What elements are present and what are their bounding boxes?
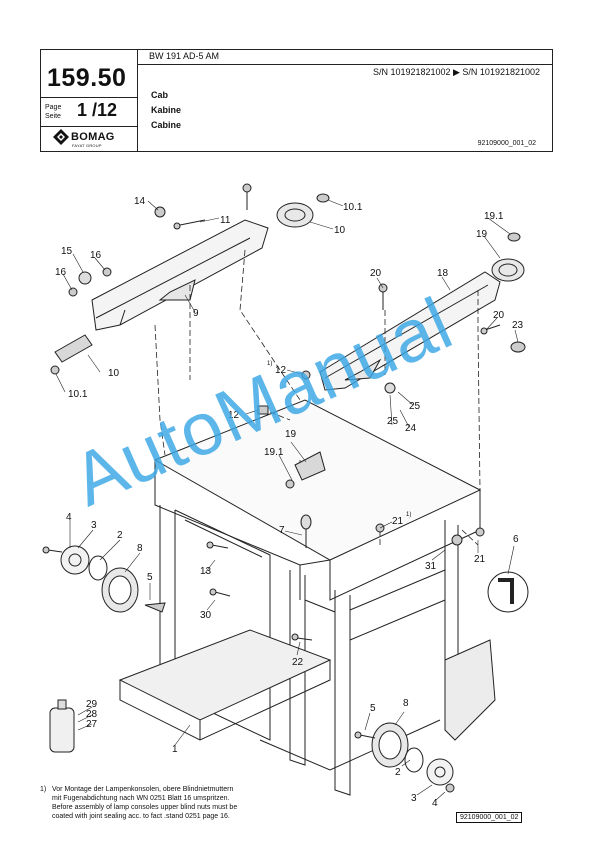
footnote-line: Before assembly of lamp consoles upper b… xyxy=(52,804,238,811)
callout-11: 11 xyxy=(220,215,231,226)
sealant-can xyxy=(49,707,75,753)
doc-id: 92109000_001_02 xyxy=(477,140,536,147)
callout-7: 7 xyxy=(279,525,285,536)
footnote-line: mit Fugenabdichtung nach WN 0251 Blatt 1… xyxy=(52,795,230,802)
callout-19-1-mid: 19.1 xyxy=(264,447,284,458)
assembly-lines xyxy=(154,249,481,546)
callout-10-1-top: 10.1 xyxy=(343,202,363,213)
seal-2-bottom xyxy=(404,747,424,773)
page-label-en: Seite xyxy=(45,113,61,120)
callout-20-top: 20 xyxy=(370,268,382,279)
footnote-line: coated with joint sealing acc. to fact .… xyxy=(52,813,230,820)
footnote-body: Vor Montage der Lampenkonsolen, obere Bl… xyxy=(52,785,332,821)
cab-frame xyxy=(118,399,496,796)
lamp-console-right xyxy=(319,271,501,391)
page-label-de: Page xyxy=(45,104,62,111)
callout-4-bottom: 4 xyxy=(432,798,438,809)
callout-18: 18 xyxy=(437,268,449,279)
callout-10-left: 10 xyxy=(108,368,120,379)
callout-23: 23 xyxy=(512,320,524,331)
work-lamp-10-top xyxy=(276,202,314,228)
callout-21-right: 21 xyxy=(474,554,486,565)
callout-12-top: 12 xyxy=(275,365,287,376)
callout-19-mid: 19 xyxy=(285,429,297,440)
callout-29: 29 xyxy=(86,699,98,710)
callout-30: 30 xyxy=(200,610,212,621)
footnote-line: Vor Montage der Lampenkonsolen, obere Bl… xyxy=(52,786,234,793)
callout-14: 14 xyxy=(134,196,146,207)
divider xyxy=(137,50,138,151)
callout-20-right: 20 xyxy=(493,310,505,321)
flange-3-bottom xyxy=(426,758,454,786)
callout-2-bottom: 2 xyxy=(395,767,401,778)
callout-9: 9 xyxy=(193,308,199,319)
callout-4-left: 4 xyxy=(66,512,72,523)
work-lamp-19-top xyxy=(491,258,525,282)
callout-21-mid: 21 xyxy=(392,516,404,527)
callout-21-footnote: 1) xyxy=(406,512,411,518)
lamp-console-left xyxy=(91,219,269,331)
serial-range: S/N 101921821002 ▶ S/N 101921821002 xyxy=(372,67,540,77)
divider xyxy=(41,126,137,127)
model-name: BW 191 AD-5 AM xyxy=(149,51,220,61)
callout-10-1-left: 10.1 xyxy=(68,389,88,400)
flange-3-left xyxy=(60,545,90,575)
callout-12-footnote: 1) xyxy=(267,361,272,367)
callout-16-a: 16 xyxy=(90,250,102,261)
logo-text: BOMAG xyxy=(71,131,115,143)
callout-19-1-top: 19.1 xyxy=(484,211,504,222)
callout-6: 6 xyxy=(513,534,519,545)
callout-13: 13 xyxy=(200,566,212,577)
page-value: 1 /12 xyxy=(77,100,118,120)
page-title: Cab Kabine Cabine xyxy=(151,88,181,133)
callout-5-bottom: 5 xyxy=(370,703,376,714)
callout-8-bottom: 8 xyxy=(403,698,409,709)
title-block: BW 191 AD-5 AM S/N 101921821002 ▶ S/N 10… xyxy=(40,49,553,152)
page-label: Page Seite xyxy=(45,103,61,121)
page-number: 159.50 xyxy=(47,64,127,92)
callout-24: 24 xyxy=(405,423,417,434)
callout-25-b: 25 xyxy=(387,416,399,427)
work-lamp-19-mid xyxy=(294,451,326,481)
callout-16-b: 16 xyxy=(55,267,67,278)
title-en: Cab xyxy=(151,90,169,100)
callout-2-left: 2 xyxy=(117,530,123,541)
bomag-logo-icon xyxy=(53,129,69,145)
callout-10-top: 10 xyxy=(334,225,346,236)
callout-28: 28 xyxy=(86,709,98,720)
callout-25-a: 25 xyxy=(409,401,421,412)
divider xyxy=(137,64,552,65)
callout-15: 15 xyxy=(61,246,73,257)
leader-lines xyxy=(55,199,519,801)
seal-2-left xyxy=(88,555,108,581)
figure-reference: 92109000_001_02 xyxy=(456,812,523,823)
work-lamp-10-left xyxy=(54,334,93,363)
callout-5-left: 5 xyxy=(147,572,153,583)
callout-8-left: 8 xyxy=(137,543,143,554)
callout-27: 27 xyxy=(86,719,98,730)
callout-3-bottom: 3 xyxy=(411,793,417,804)
callout-1: 1 xyxy=(172,744,178,755)
callout-12-left: 12 xyxy=(228,410,240,421)
callout-3-left: 3 xyxy=(91,520,97,531)
title-fr: Cabine xyxy=(151,120,182,130)
callout-31: 31 xyxy=(425,561,437,572)
callout-19-top: 19 xyxy=(476,229,488,240)
divider xyxy=(41,97,137,98)
callout-labels: 14 11 10.1 10 15 16 16 9 10 10.1 19.1 19… xyxy=(55,196,524,809)
title-de: Kabine xyxy=(151,105,182,115)
callout-22: 22 xyxy=(292,657,304,668)
logo-subtext: FAYAT GROUP xyxy=(72,143,102,148)
footnote-marker: 1) xyxy=(40,786,47,793)
